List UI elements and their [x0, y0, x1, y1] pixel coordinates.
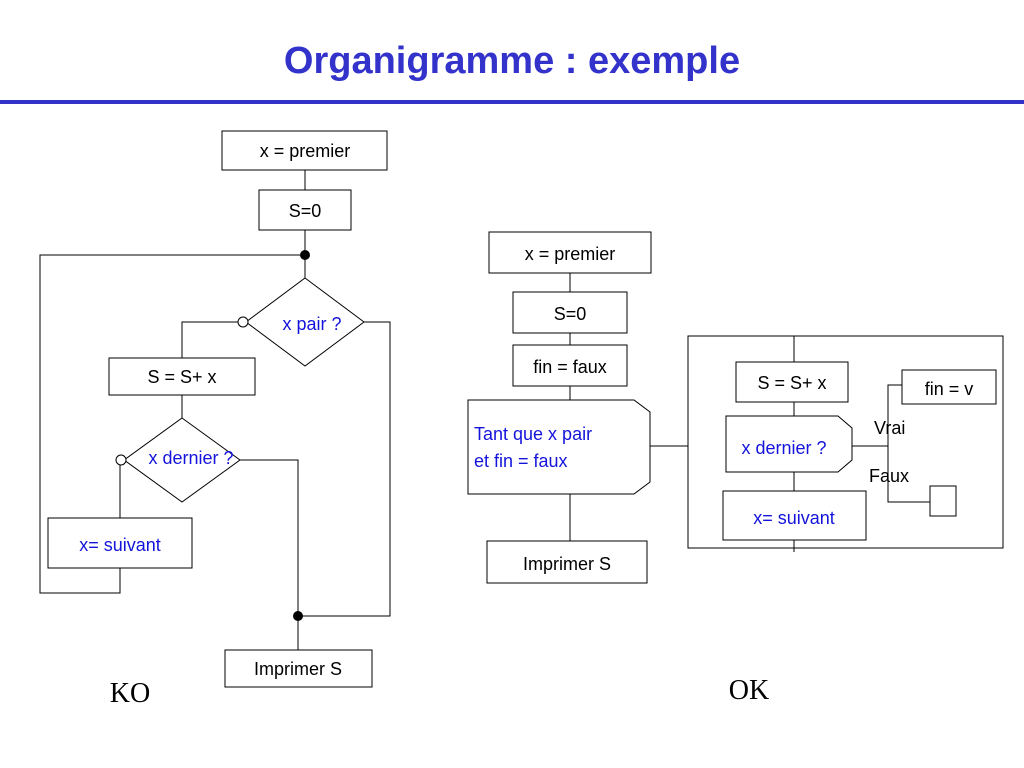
ok-test-last-label: x dernier ?	[741, 438, 826, 458]
ok-loop-box	[467, 399, 651, 495]
ok-print-label: Imprimer S	[523, 554, 611, 574]
ok-init-label: x = premier	[525, 244, 616, 264]
ok-next-label: x= suivant	[753, 508, 835, 528]
ok-flag-init-box	[512, 344, 628, 387]
ok-set-flag-label: fin = v	[925, 379, 974, 399]
ko-init-label: x = premier	[260, 141, 351, 161]
ok-loop-label-line2: et fin = faux	[474, 451, 568, 471]
ko-sum-init-label: S=0	[289, 201, 322, 221]
ko-verdict: KO	[110, 678, 150, 709]
ko-test-pair-label: x pair ?	[282, 314, 341, 334]
title-rule	[0, 100, 1024, 104]
ko-negation-circle-pair	[237, 316, 249, 328]
ok-flag-init-label: fin = faux	[533, 357, 607, 377]
ko-test-last-diamond	[123, 417, 241, 503]
ok-add-box	[735, 361, 849, 403]
ko-merge-dot-bottom	[293, 611, 303, 621]
ok-true-branch-line	[887, 384, 902, 446]
ok-verdict: OK	[729, 675, 769, 706]
ko-last-true-line	[240, 459, 299, 650]
ok-next-box	[722, 490, 867, 541]
ko-last-false-line	[119, 459, 122, 518]
slide-title: Organigramme : exemple	[283, 40, 741, 82]
ko-print-label: Imprimer S	[254, 659, 342, 679]
ko-print-box	[224, 649, 373, 688]
ok-loop-body-frame	[687, 335, 1004, 549]
ok-test-last-box	[725, 415, 853, 473]
ok-add-label: S = S+ x	[757, 373, 826, 393]
ok-init-box	[488, 231, 652, 274]
ok-sum-init-label: S=0	[554, 304, 587, 324]
ko-negation-circle-last	[115, 454, 127, 466]
ko-test-last-label: x dernier ?	[148, 448, 233, 468]
ok-true-label: Vrai	[874, 418, 905, 438]
ko-next-label: x= suivant	[79, 535, 161, 555]
ok-false-branch-line	[887, 446, 930, 503]
ok-sum-init-box	[512, 291, 628, 334]
ok-loop-label-line1: Tant que x pair	[474, 424, 592, 444]
ko-next-box	[47, 517, 193, 569]
ok-false-label: Faux	[869, 466, 909, 486]
ko-add-label: S = S+ x	[147, 367, 216, 387]
ko-false-branch-line	[298, 321, 391, 617]
ok-empty-action-box	[929, 485, 957, 517]
ok-print-box	[486, 540, 648, 584]
ko-init-box	[221, 130, 388, 171]
ko-sum-init-box	[258, 189, 352, 231]
ko-add-box	[108, 357, 256, 396]
ko-loop-back-line	[39, 254, 305, 594]
ko-test-pair-diamond	[245, 277, 365, 367]
ok-set-flag-box	[901, 369, 997, 405]
ko-merge-dot-top	[300, 250, 310, 260]
ko-true-branch-line	[181, 321, 244, 358]
